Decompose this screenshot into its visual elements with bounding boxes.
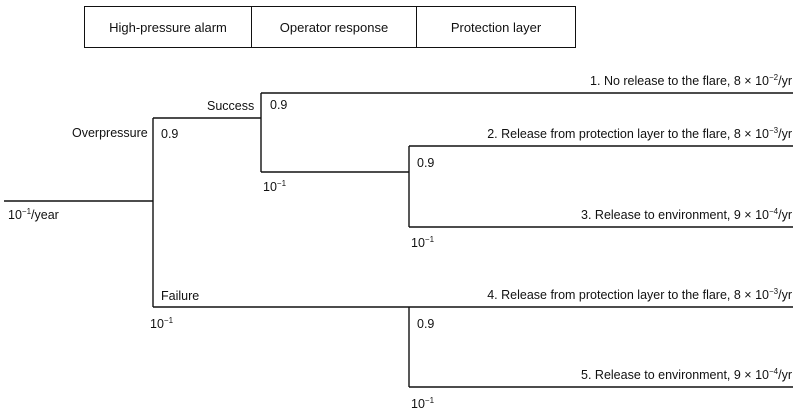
operator-success-probability: 0.9 — [270, 98, 288, 112]
pl-lower-failure-probability: 10−1 — [411, 396, 435, 411]
outcome-1-label: 1. No release to the flare, 8 × 10−2/yr — [590, 73, 792, 88]
outcome-3-label: 3. Release to environment, 9 × 10−4/yr — [581, 207, 792, 222]
header-protection-layer: Protection layer — [416, 7, 575, 47]
alarm-success-probability: 0.9 — [161, 127, 179, 141]
pl-lower-success-probability: 0.9 — [417, 317, 435, 331]
header-high-pressure-alarm: High-pressure alarm — [109, 19, 227, 35]
operator-failure-probability: 10−1 — [263, 179, 287, 194]
outcome-5-label: 5. Release to environment, 9 × 10−4/yr — [581, 367, 792, 382]
header-operator-response: Operator response — [251, 7, 416, 47]
pl-upper-success-probability: 0.9 — [417, 156, 435, 170]
column-header-table: High-pressure alarm Operator response Pr… — [84, 6, 576, 48]
alarm-failure-probability: 10−1 — [150, 316, 174, 331]
outcome-4-label: 4. Release from protection layer to the … — [487, 287, 792, 302]
alarm-success-label: Success — [207, 99, 255, 113]
alarm-failure-label: Failure — [161, 289, 200, 303]
initiating-event-name: Overpressure — [72, 126, 148, 140]
outcome-2-label: 2. Release from protection layer to the … — [487, 126, 792, 141]
initiating-frequency: 10−1/year — [8, 207, 59, 222]
pl-upper-failure-probability: 10−1 — [411, 235, 435, 250]
